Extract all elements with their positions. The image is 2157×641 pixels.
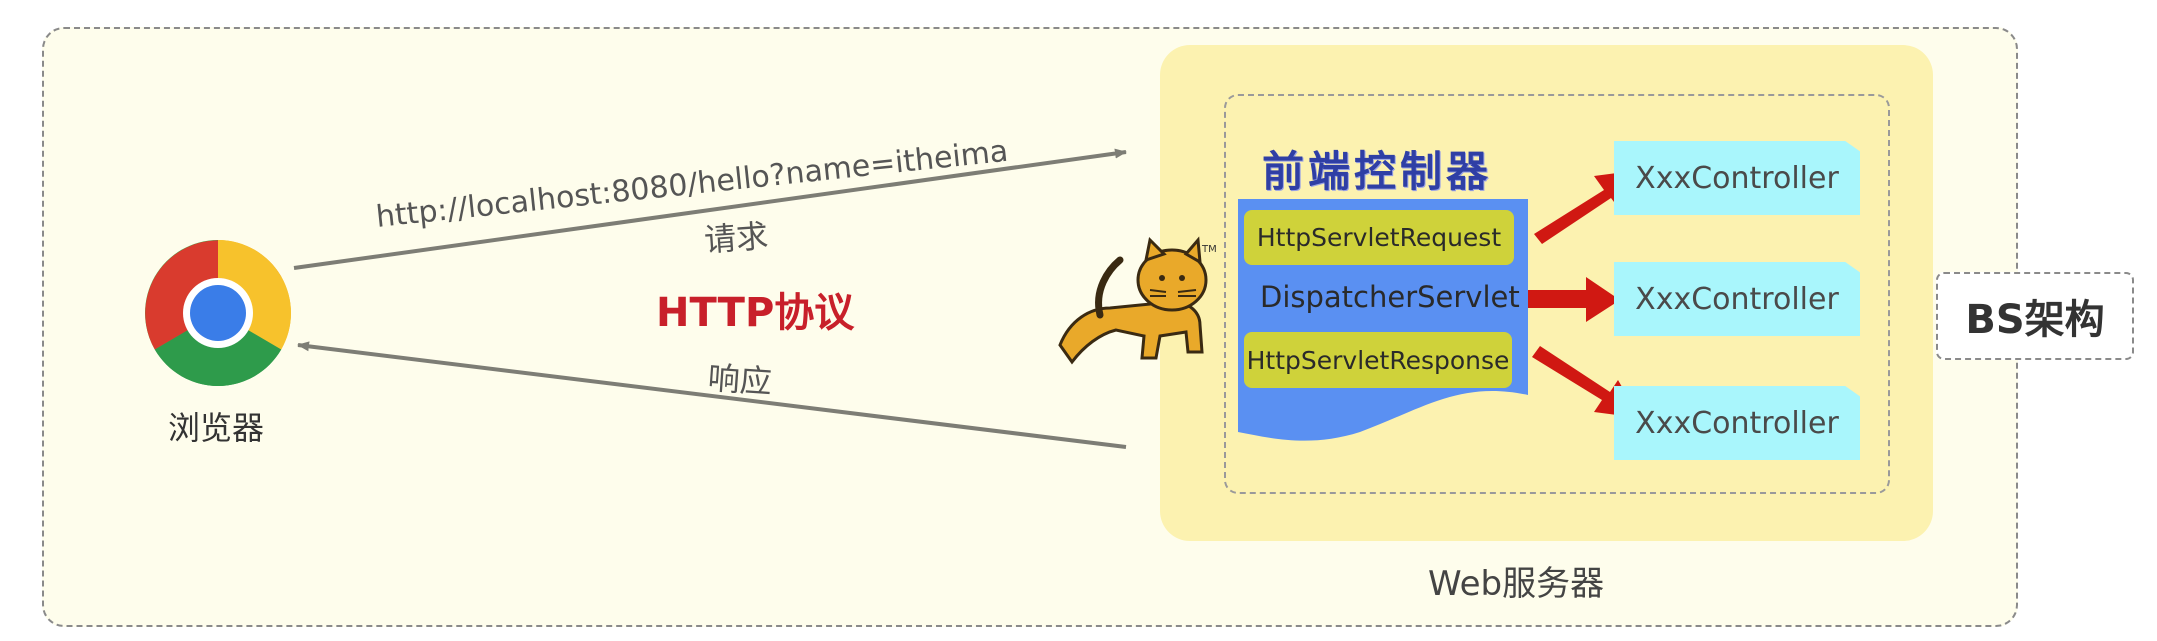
dispatch-arrow-1 [1534, 170, 1640, 244]
architecture-label: BS架构 [1936, 272, 2134, 360]
controller-box: XxxController [1614, 386, 1860, 460]
front-controller-title: 前端控制器 [1262, 147, 1493, 196]
request-arrow [293, 148, 1127, 270]
response-label: 响应 [706, 358, 774, 402]
dispatch-arrow-2 [1528, 277, 1620, 322]
svg-text:TM: TM [1201, 244, 1217, 255]
dispatch-arrow-3 [1532, 346, 1640, 418]
dispatcher-servlet-label: DispatcherServlet [1260, 280, 1520, 314]
http-servlet-response-box: HttpServletResponse [1244, 332, 1512, 388]
request-label: 请求 [702, 216, 770, 260]
tomcat-icon: TM [1058, 236, 1217, 365]
front-controller-boundary [1224, 94, 1890, 494]
browser-label: 浏览器 [168, 409, 265, 447]
controller-box: XxxController [1614, 141, 1860, 215]
http-servlet-request-box: HttpServletRequest [1244, 210, 1514, 265]
dispatch-arrows [1528, 170, 1640, 418]
web-server-label: Web服务器 [1428, 564, 1605, 604]
response-arrow [297, 341, 1127, 449]
controller-box: XxxController [1614, 262, 1860, 336]
chrome-icon [145, 240, 291, 386]
protocol-label: HTTP协议 [656, 290, 855, 336]
